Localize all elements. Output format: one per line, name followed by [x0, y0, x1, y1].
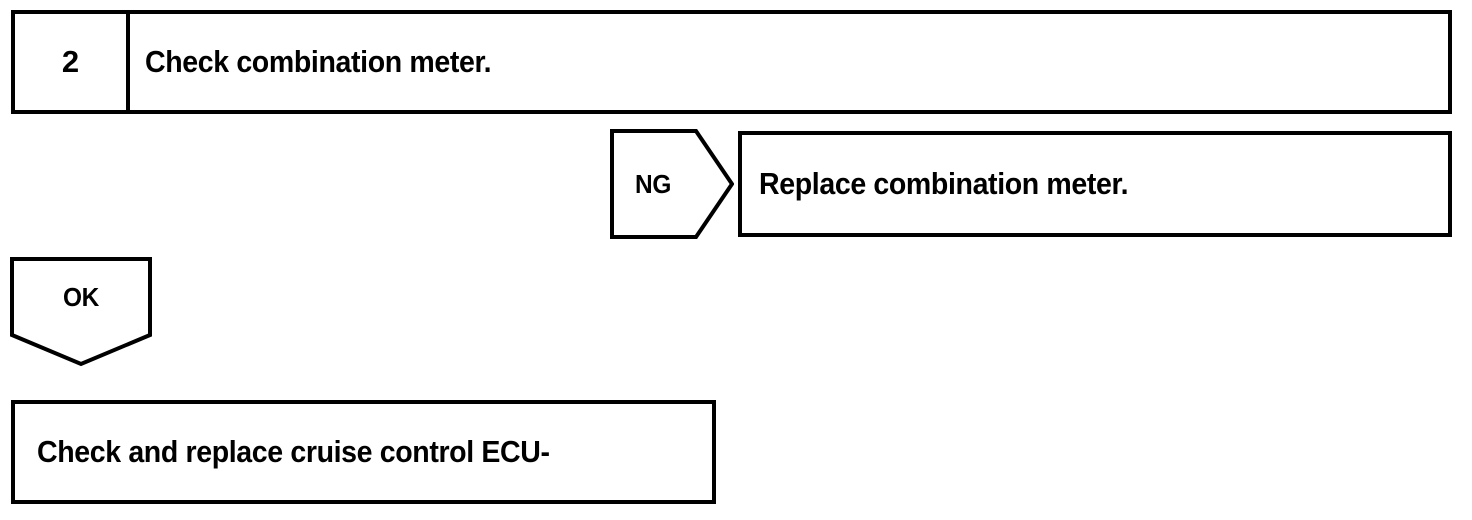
ok-branch-arrow: OK [10, 257, 152, 367]
ng-result-box: Replace combination meter. [738, 131, 1452, 237]
final-action-box: Check and replace cruise control ECU- [11, 400, 716, 504]
step-instruction-text: Check combination meter. [145, 44, 492, 79]
ng-arrow-label: NG [634, 168, 672, 199]
step-box-divider [126, 14, 130, 110]
step-box: 2 Check combination meter. [11, 10, 1452, 114]
final-action-text: Check and replace cruise control ECU- [37, 434, 550, 469]
ng-branch-arrow: NG [610, 129, 734, 239]
step-number: 2 [61, 44, 80, 79]
ok-arrow-label: OK [62, 281, 100, 312]
ng-arrow-shape [610, 129, 734, 239]
ok-arrow-shape [10, 257, 152, 367]
ng-result-text: Replace combination meter. [759, 166, 1129, 201]
